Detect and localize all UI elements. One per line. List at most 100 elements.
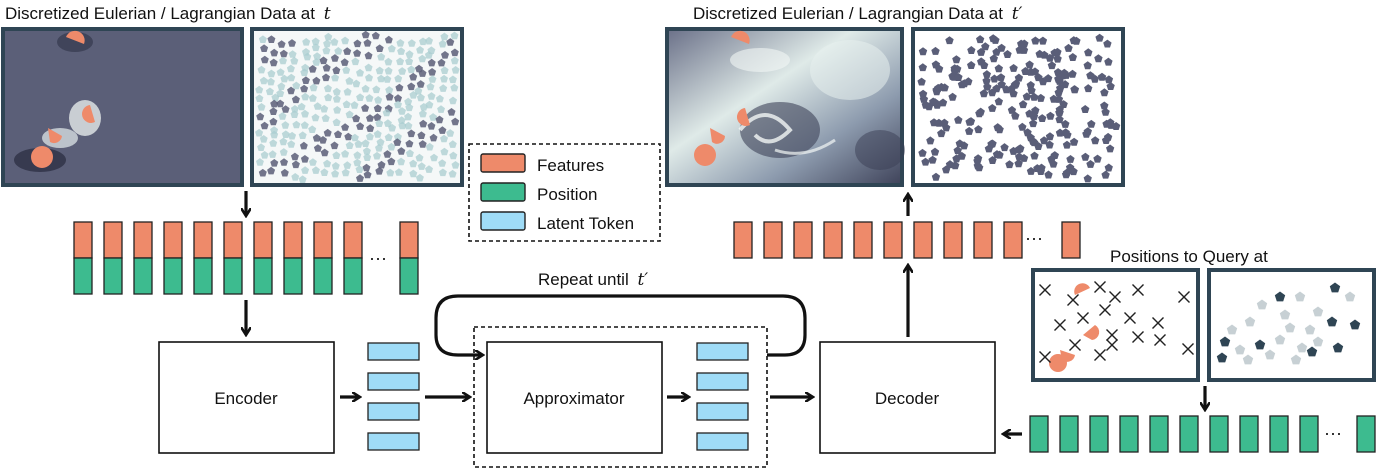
particle <box>288 131 297 140</box>
particle <box>313 144 322 152</box>
particle <box>1101 170 1110 179</box>
particle <box>324 84 332 93</box>
particle <box>320 104 329 113</box>
query-particle <box>1312 336 1324 347</box>
particle <box>343 47 352 55</box>
particle <box>440 134 448 143</box>
particle <box>1106 144 1115 153</box>
particle <box>405 50 414 58</box>
particle <box>1103 132 1113 141</box>
title-left: Discretized Eulerian / Lagrangian Data a… <box>5 4 331 24</box>
particle <box>407 39 416 47</box>
particle <box>330 54 339 62</box>
legend-label-position: Position <box>537 185 597 204</box>
particle <box>291 95 300 104</box>
particle <box>1025 60 1034 69</box>
particle <box>395 83 404 92</box>
particle <box>344 132 353 141</box>
particle <box>269 139 278 147</box>
title-right: Discretized Eulerian / Lagrangian Data a… <box>693 4 1023 24</box>
particle <box>438 168 447 177</box>
particle <box>953 146 962 155</box>
particle <box>383 75 392 83</box>
arrows <box>246 191 1205 434</box>
feature-token <box>853 221 873 259</box>
particle <box>1070 85 1079 94</box>
particle <box>1045 53 1055 62</box>
particle <box>270 159 279 167</box>
particle <box>405 149 414 157</box>
feature-token <box>163 221 183 259</box>
legend-item-position: Position <box>480 182 597 204</box>
particle <box>448 169 457 178</box>
particle <box>918 63 927 72</box>
particle <box>918 89 928 98</box>
query-position-tokens <box>1029 415 1376 453</box>
particle <box>438 126 447 134</box>
legend-item-features: Features <box>480 153 604 175</box>
approximator-label: Approximator <box>523 389 624 408</box>
particle <box>438 159 447 167</box>
particle <box>383 119 392 127</box>
particle <box>409 159 418 168</box>
particle <box>341 36 350 45</box>
particle <box>990 74 999 83</box>
particle <box>281 105 290 113</box>
particle <box>386 168 395 177</box>
feature-token <box>1061 221 1081 259</box>
particle <box>268 150 277 158</box>
query-particle <box>1234 344 1246 355</box>
particle <box>930 147 940 156</box>
particle <box>333 106 342 114</box>
legend-label-features: Features <box>537 156 604 175</box>
particle <box>323 39 332 48</box>
particle <box>448 140 457 148</box>
particle <box>343 87 352 96</box>
query-title: Positions to Query at <box>1110 247 1268 266</box>
particle <box>279 137 288 146</box>
particle <box>308 65 317 73</box>
latent-token <box>696 342 749 361</box>
particle <box>994 97 1003 106</box>
particle <box>954 73 963 81</box>
particle <box>280 158 288 166</box>
particle <box>387 157 396 166</box>
particle <box>973 156 982 165</box>
particle <box>258 35 267 43</box>
particle <box>1038 114 1047 122</box>
feature-token <box>1003 221 1023 259</box>
particle <box>1063 130 1072 139</box>
particle <box>418 69 427 77</box>
particle <box>437 105 445 113</box>
particle <box>291 160 300 169</box>
input-token-sequence <box>73 221 419 295</box>
particle <box>446 38 455 46</box>
particle <box>375 44 384 52</box>
particle <box>276 89 285 97</box>
particle <box>301 92 310 101</box>
particle <box>311 113 320 122</box>
position-token <box>223 257 243 295</box>
particle <box>324 32 333 41</box>
query-particle <box>1226 324 1238 335</box>
particle <box>1087 119 1096 128</box>
particle <box>1083 174 1092 183</box>
particle <box>1007 84 1016 93</box>
particle <box>1100 88 1109 97</box>
feature-token <box>193 221 213 259</box>
query-particle <box>1279 309 1291 320</box>
legend-item-latent-token: Latent Token <box>480 211 634 233</box>
particle <box>1009 64 1018 72</box>
particle <box>931 60 941 69</box>
legend-swatch-position <box>480 182 526 202</box>
particle <box>387 44 396 53</box>
particle <box>312 58 321 66</box>
repeat-label: Repeat until t′ <box>538 270 648 290</box>
particle <box>331 162 340 170</box>
query-cross <box>1094 349 1106 361</box>
query-cross <box>1109 291 1121 303</box>
particle <box>1045 140 1054 149</box>
particle <box>371 31 380 40</box>
particle <box>365 94 374 102</box>
particle <box>928 155 937 164</box>
